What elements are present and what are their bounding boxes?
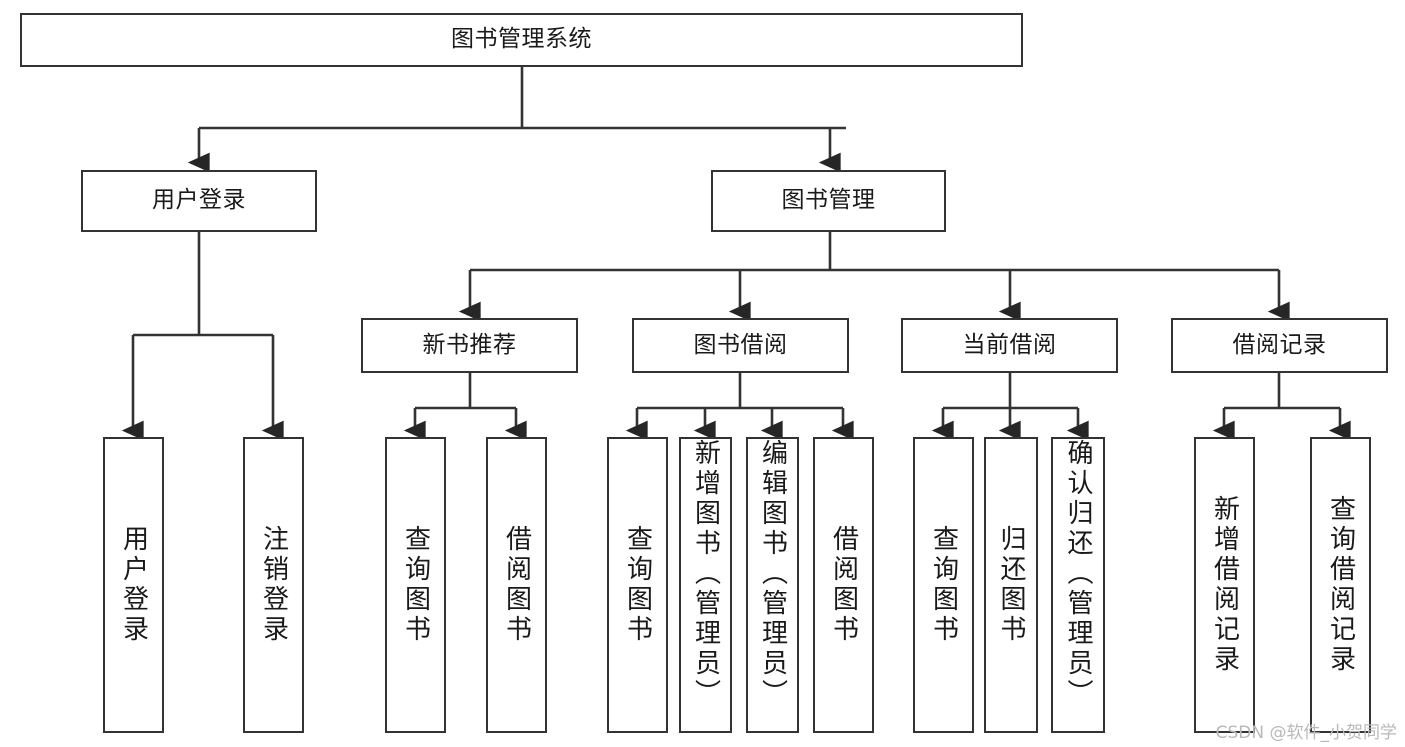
node-current-borrow[interactable]: 当前借阅 — [901, 318, 1118, 373]
node-label: 新增图书（管理员） — [690, 439, 721, 709]
node-label: 借阅图书 — [828, 525, 859, 645]
node-label: 图书管理系统 — [451, 26, 592, 53]
node-leaf-user-logout[interactable]: 注销登录 — [243, 437, 304, 733]
node-leaf-query-book-1[interactable]: 查询图书 — [385, 437, 446, 733]
node-label: 用户登录 — [152, 187, 246, 214]
node-book-management[interactable]: 图书管理 — [711, 170, 946, 232]
node-leaf-return-book[interactable]: 归还图书 — [984, 437, 1038, 733]
node-label: 查询借阅记录 — [1325, 495, 1356, 675]
node-label: 新增借阅记录 — [1209, 495, 1240, 675]
node-label: 查询图书 — [928, 525, 959, 645]
node-label: 查询图书 — [622, 525, 653, 645]
node-leaf-add-record[interactable]: 新增借阅记录 — [1194, 437, 1255, 733]
node-label: 查询图书 — [400, 525, 431, 645]
node-label: 编辑图书（管理员） — [757, 439, 788, 709]
node-label: 归还图书 — [996, 525, 1026, 645]
node-label: 注销登录 — [258, 525, 289, 645]
node-leaf-borrow-book-2[interactable]: 借阅图书 — [813, 437, 874, 733]
node-label: 图书管理 — [781, 187, 876, 214]
node-leaf-confirm-return[interactable]: 确认归还（管理员） — [1051, 437, 1105, 733]
node-label: 确认归还（管理员） — [1063, 439, 1093, 709]
node-root-book-management-system[interactable]: 图书管理系统 — [20, 13, 1023, 67]
node-label: 当前借阅 — [962, 331, 1057, 358]
node-book-borrow[interactable]: 图书借阅 — [632, 318, 849, 373]
node-label: 用户登录 — [118, 525, 149, 645]
node-leaf-edit-book[interactable]: 编辑图书（管理员） — [746, 437, 799, 733]
node-label: 图书借阅 — [693, 331, 788, 358]
node-label: 借阅记录 — [1232, 331, 1327, 358]
node-leaf-borrow-book-1[interactable]: 借阅图书 — [486, 437, 547, 733]
node-leaf-user-login[interactable]: 用户登录 — [103, 437, 164, 733]
watermark-text: CSDN @软件_小贺同学 — [1215, 723, 1397, 743]
node-new-book-recommend[interactable]: 新书推荐 — [361, 318, 578, 373]
node-leaf-query-record[interactable]: 查询借阅记录 — [1310, 437, 1371, 733]
node-borrow-record[interactable]: 借阅记录 — [1171, 318, 1388, 373]
node-label: 新书推荐 — [422, 331, 517, 358]
node-leaf-query-book-2[interactable]: 查询图书 — [607, 437, 668, 733]
node-leaf-add-book[interactable]: 新增图书（管理员） — [679, 437, 732, 733]
node-user-login[interactable]: 用户登录 — [81, 170, 317, 232]
node-leaf-query-book-3[interactable]: 查询图书 — [913, 437, 974, 733]
node-label: 借阅图书 — [501, 525, 532, 645]
